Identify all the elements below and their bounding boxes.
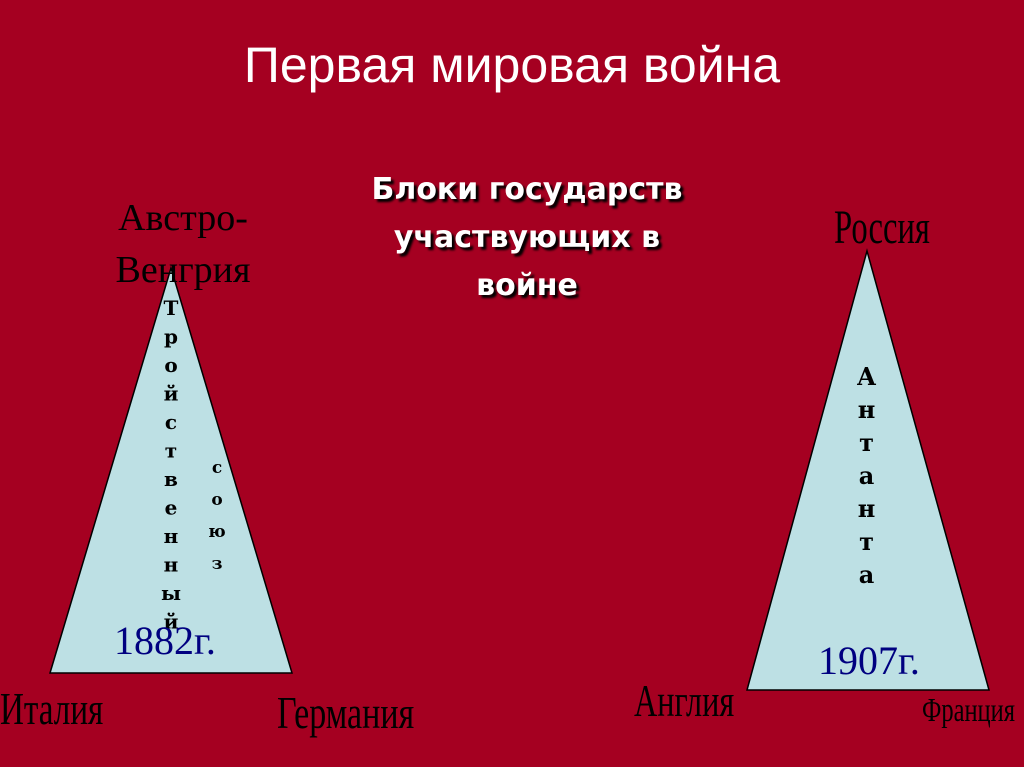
entente-triangle bbox=[746, 248, 990, 691]
entente-label: Антанта bbox=[852, 362, 881, 593]
triple-alliance-label-word1: Тройственный bbox=[159, 296, 183, 638]
country-france: Франция bbox=[922, 692, 1016, 729]
triple-alliance-triangle bbox=[48, 265, 294, 674]
country-austria-hungary: Австро-Венгрия bbox=[115, 197, 251, 291]
entente-year: 1907г. bbox=[818, 638, 920, 683]
slide-subtitle: Блоки государств участвующих в войне bbox=[371, 172, 683, 303]
country-russia: Россия bbox=[834, 201, 930, 254]
country-germany: Германия bbox=[277, 687, 415, 738]
country-england: Англия bbox=[634, 675, 735, 726]
triple-alliance-label-word2: союз bbox=[207, 458, 227, 586]
triple-alliance-year: 1882г. bbox=[114, 618, 216, 663]
country-italy: Италия bbox=[0, 683, 104, 734]
slide-title: Первая мировая война bbox=[243, 37, 781, 93]
